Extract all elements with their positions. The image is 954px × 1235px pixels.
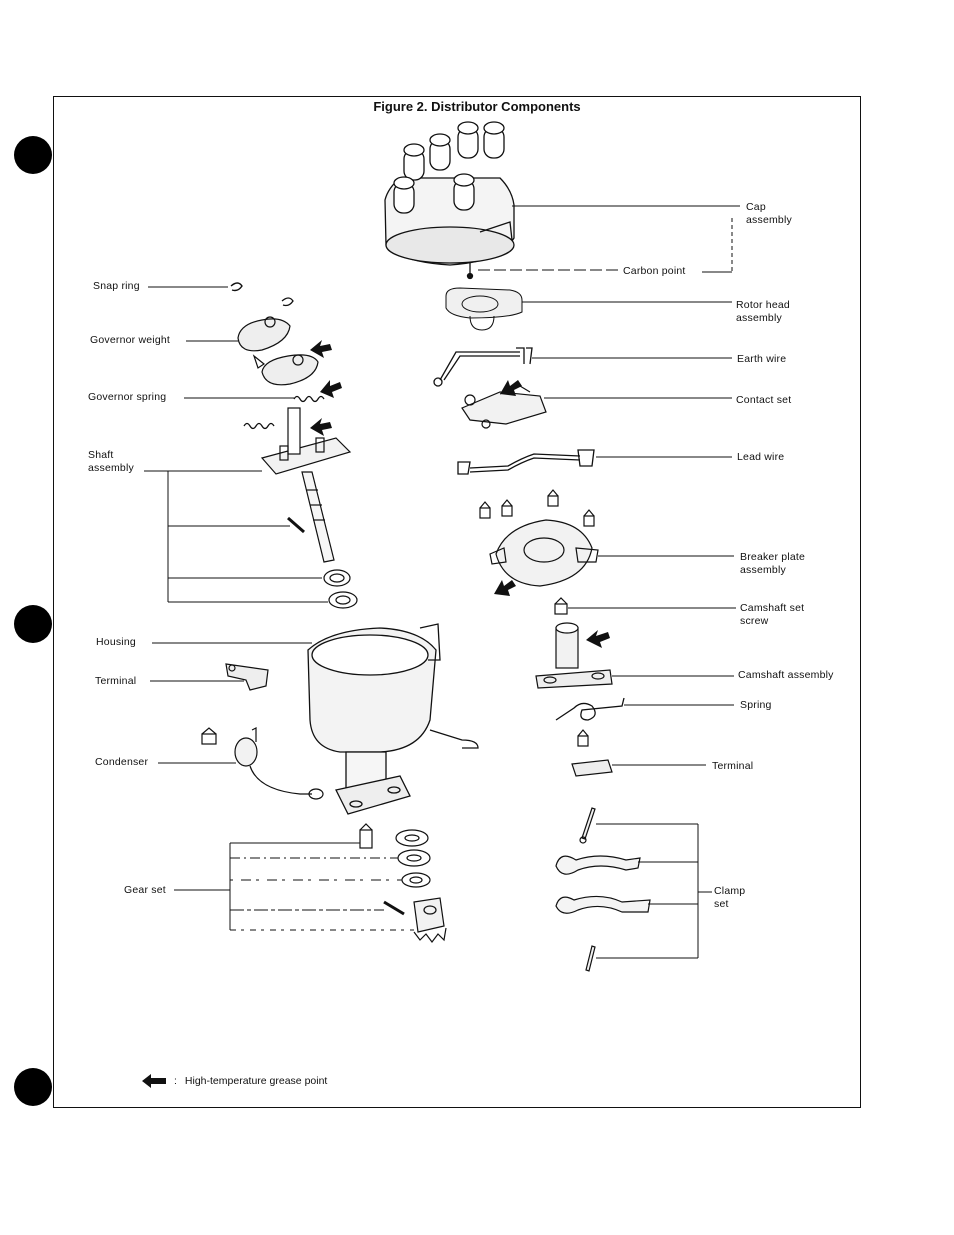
contact-set-label: Contact set	[736, 394, 792, 406]
grease-arrow-icon	[142, 1074, 166, 1088]
governor-weight-label: Governor weight	[90, 334, 171, 346]
figure-title: Figure 2. Distributor Components	[373, 99, 581, 114]
cap-assembly-drawing	[384, 121, 515, 280]
snap-ring-drawing	[230, 282, 243, 292]
lead-wire-label: Lead wire	[737, 451, 785, 463]
legend-text: High-temperature grease point	[184, 1075, 328, 1087]
terminal-left-drawing	[225, 663, 269, 691]
carbon-point-label: Carbon point	[623, 265, 686, 277]
condenser-drawing	[201, 727, 324, 800]
binder-hole-middle	[14, 605, 52, 643]
terminal-right-label: Terminal	[712, 760, 754, 772]
figure-frame	[53, 96, 861, 1108]
housing-label: Housing	[96, 636, 136, 648]
gear-set-drawing	[359, 823, 447, 943]
binder-hole-top	[14, 136, 52, 174]
grease-arrow	[310, 340, 332, 358]
camshaft-set-screw-drawing	[554, 597, 568, 615]
lead-wire-drawing	[457, 449, 595, 475]
snap-ring-label: Snap ring	[93, 280, 140, 292]
governor-weight-drawing	[237, 316, 319, 386]
governor-spring-label: Governor spring	[88, 391, 167, 403]
rotor-head-drawing	[445, 287, 523, 331]
spring-drawing	[555, 697, 625, 721]
terminal-right-drawing	[571, 729, 613, 777]
earth-wire-drawing	[433, 347, 533, 387]
legend-separator: :	[174, 1075, 177, 1087]
clamp-set-drawing	[555, 807, 651, 972]
grease-arrow	[320, 380, 342, 398]
grease-point-arrows	[310, 340, 610, 648]
breaker-plate-drawing	[479, 489, 599, 587]
shaft-assembly-drawing	[260, 407, 358, 609]
condenser-label: Condenser	[95, 756, 149, 768]
grease-arrow	[586, 630, 610, 648]
binder-hole-bottom	[14, 1068, 52, 1106]
gear-set-label: Gear set	[124, 884, 166, 896]
grease-arrow	[310, 418, 332, 436]
terminal-left-label: Terminal	[95, 675, 137, 687]
camshaft-assembly-label: Camshaft assembly	[738, 669, 834, 681]
earth-wire-label: Earth wire	[737, 353, 787, 365]
spring-label: Spring	[740, 699, 772, 711]
grease-arrow	[500, 380, 522, 396]
housing-drawing	[307, 623, 479, 815]
legend: : High-temperature grease point	[142, 1074, 327, 1088]
governor-spring-drawing	[293, 395, 325, 403]
camshaft-assembly-drawing	[535, 622, 613, 689]
grease-arrow	[494, 580, 516, 596]
